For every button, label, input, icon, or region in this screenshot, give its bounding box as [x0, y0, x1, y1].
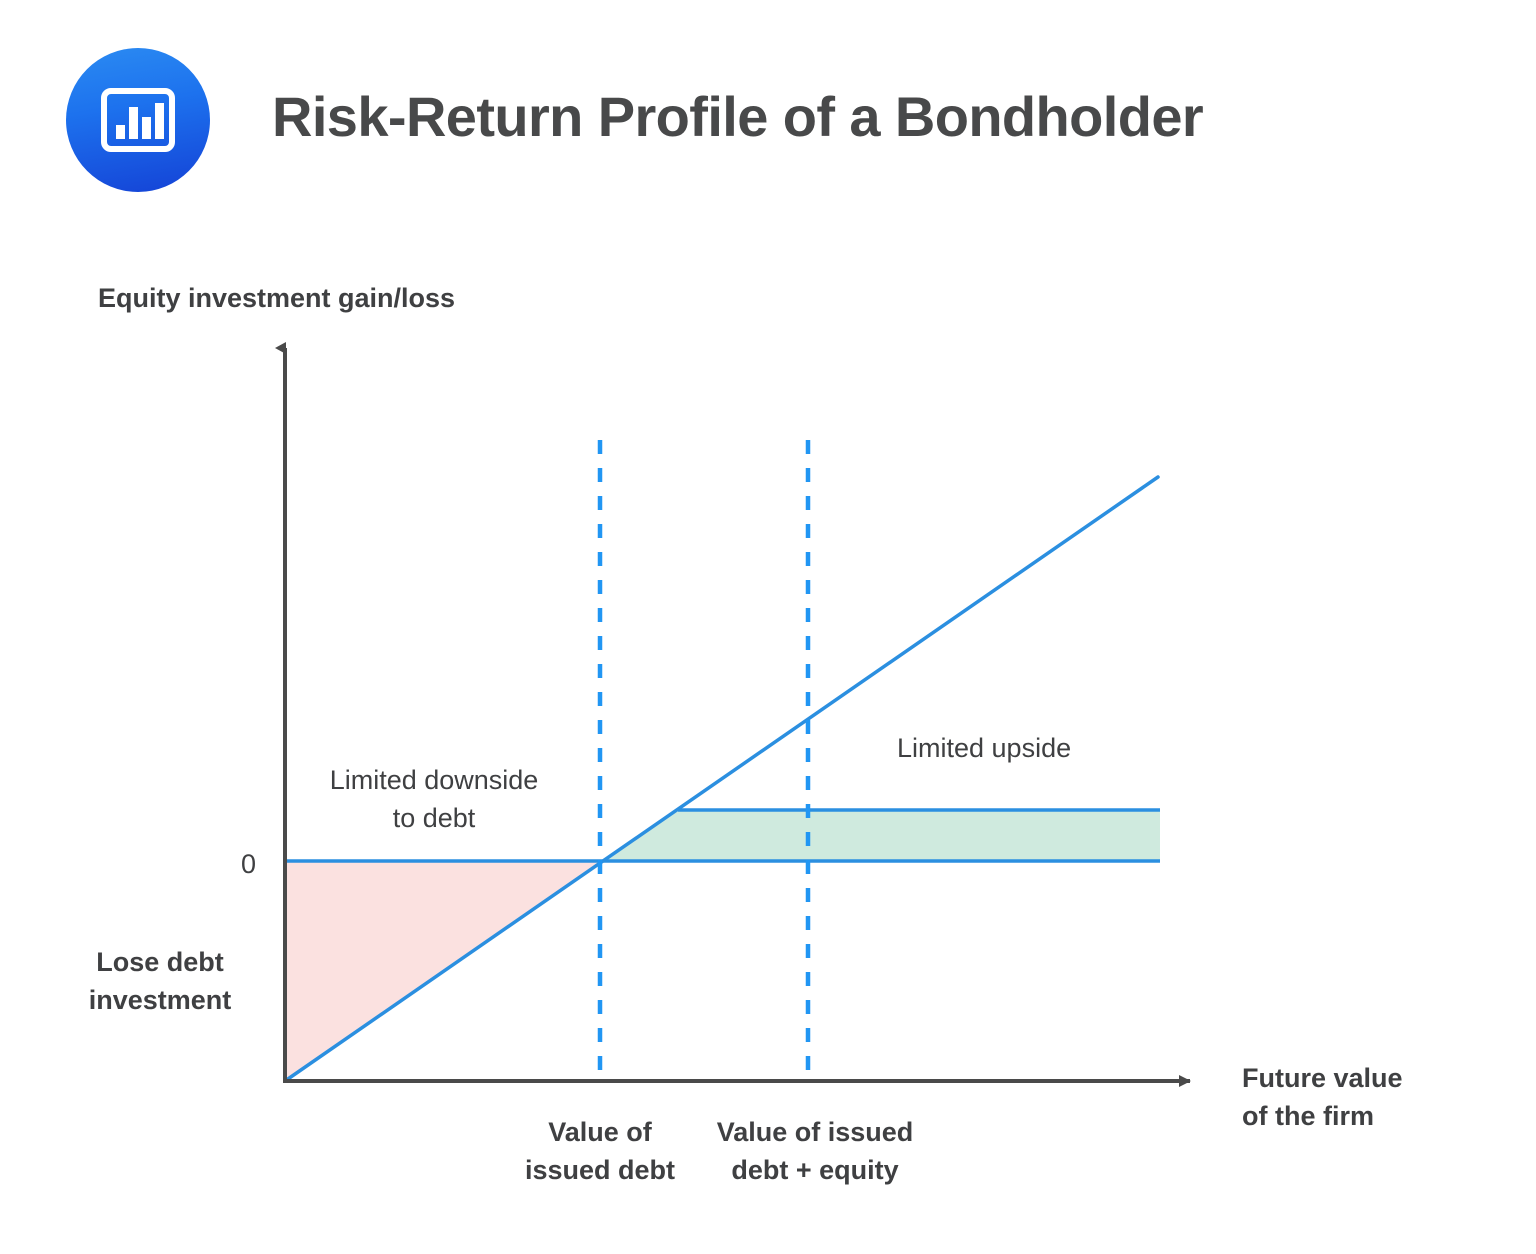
lose-debt-investment-label: Lose debt investment	[88, 947, 232, 1016]
x-tick-label-value-of-issued-debt: Value of issued debt	[524, 1117, 676, 1186]
upside-region	[600, 810, 1160, 861]
x-axis-title: Future value of the firm	[1242, 1063, 1403, 1132]
header: Risk-Return Profile of a Bondholder	[0, 0, 1536, 230]
limited-downside-label: Limited downside to debt	[329, 765, 539, 834]
x-tick-label-value-of-issued-debt-equity: Value of issued debt + equity	[716, 1117, 914, 1186]
bar-chart-icon	[66, 48, 210, 192]
y-axis-title: Equity investment gain/loss	[98, 283, 456, 313]
y-axis-zero-tick-label: 0	[241, 849, 257, 879]
page-title: Risk-Return Profile of a Bondholder	[272, 85, 1204, 148]
payoff-line	[283, 475, 1160, 1083]
limited-upside-label: Limited upside	[897, 733, 1072, 763]
